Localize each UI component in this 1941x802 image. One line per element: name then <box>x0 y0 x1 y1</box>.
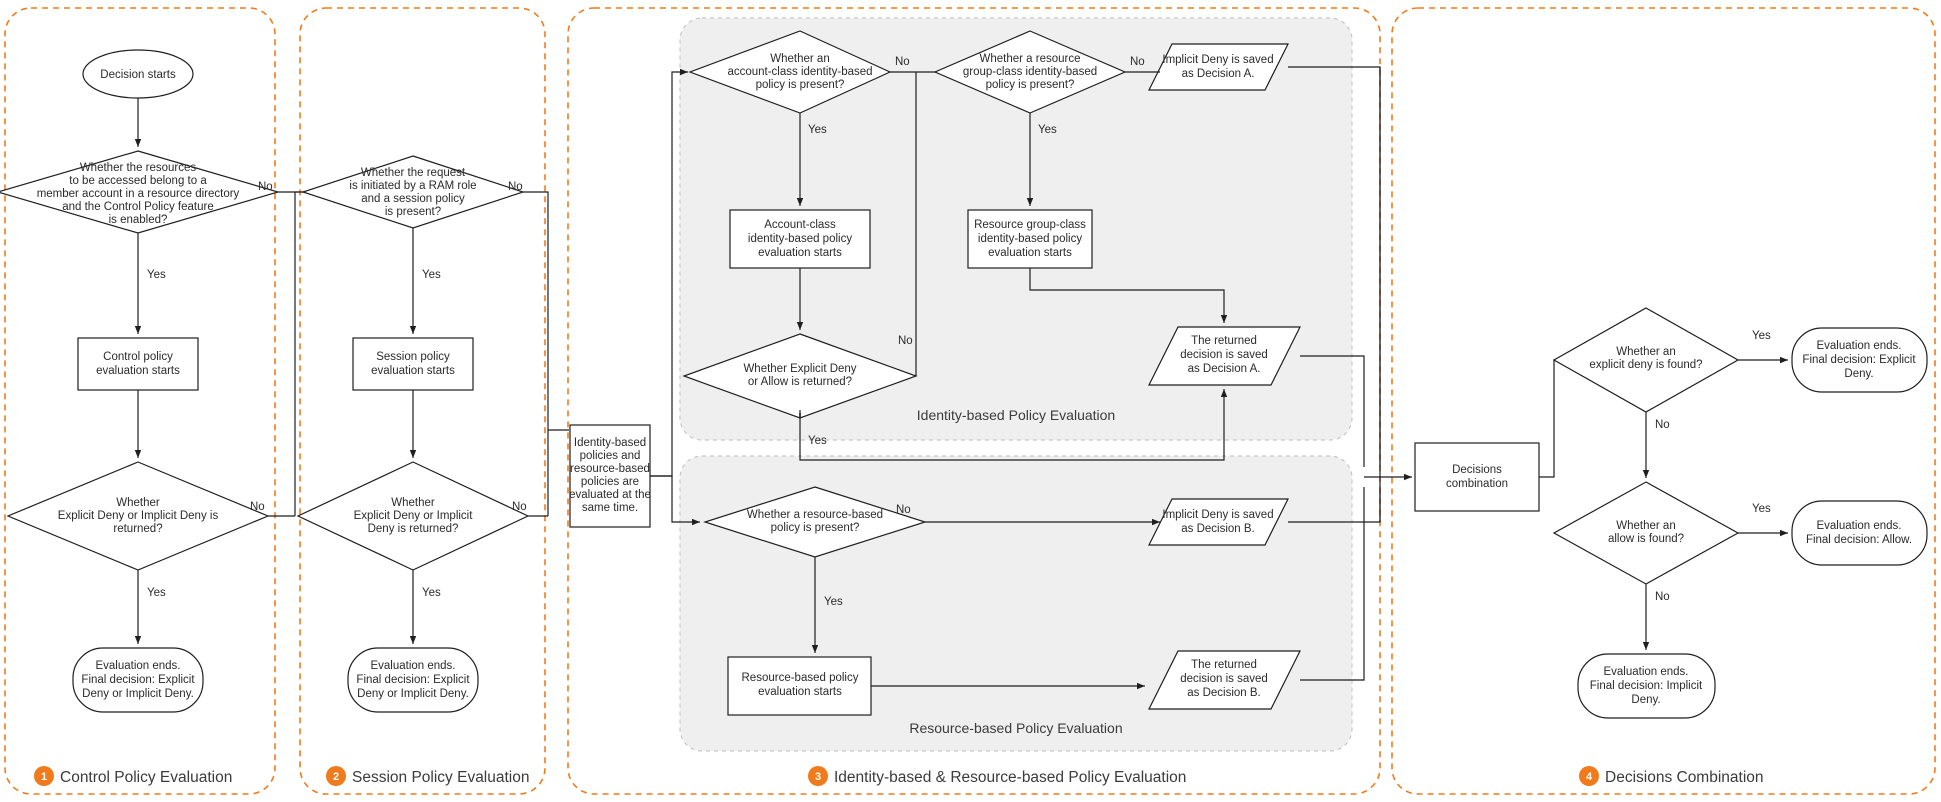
section-label-3: Identity-based & Resource-based Policy E… <box>834 769 1186 786</box>
section-badge-1 <box>34 766 54 786</box>
edge-label-s3acct-no: No <box>895 56 910 68</box>
node-s3-implicit-b <box>1148 498 1289 546</box>
edge-returned-a-out <box>1300 355 1365 467</box>
node-s3-returned-b <box>1148 650 1301 710</box>
section-badge-3-num: 3 <box>815 771 821 783</box>
section-frame-4 <box>1391 7 1936 795</box>
section-badge-3 <box>808 766 828 786</box>
edge-s3-rg-process-to-returned-a <box>1029 268 1228 323</box>
section-badge-2 <box>326 766 346 786</box>
section-badge-4 <box>1579 766 1599 786</box>
node-s3-rb-process <box>727 656 872 716</box>
section-frame-2 <box>299 7 546 795</box>
node-s3-implicit-a <box>1148 43 1289 91</box>
node-s4-end1 <box>1791 327 1928 393</box>
group-identity-label: Identity-based Policy Evaluation <box>917 407 1115 423</box>
edge-label-s1d2-no: No <box>250 501 265 513</box>
edge-label-s3acctd2-yes: Yes <box>808 435 827 447</box>
edge-label-s2-yes: Yes <box>422 269 441 281</box>
node-s3-acct-process <box>729 209 871 269</box>
edge-label-s4d2-yes: Yes <box>1752 503 1771 515</box>
edge-s2-decision-no <box>523 191 549 516</box>
edge-label-s4d1-no: No <box>1655 419 1670 431</box>
section-label-4: Decisions Combination <box>1605 769 1764 786</box>
group-resource-label: Resource-based Policy Evaluation <box>909 720 1122 736</box>
edge-label-s3rg-no: No <box>1130 56 1145 68</box>
node-s4-end2-label: Evaluation ends.Final decision: Allow. <box>1806 520 1912 546</box>
edge-label-s2d2-yes: Yes <box>422 587 441 599</box>
edge-combination-to-d1 <box>1539 356 1590 478</box>
section-badge-2-num: 2 <box>333 771 339 783</box>
edge-label-s3rb-no: No <box>896 504 911 516</box>
node-s4-end2 <box>1791 500 1928 566</box>
node-s4-combination <box>1414 442 1540 512</box>
edge-label-s2-no: No <box>508 181 523 193</box>
edge-label-s3acct-yes: Yes <box>808 124 827 136</box>
section-label-2: Session Policy Evaluation <box>352 769 530 786</box>
edge-label-s2d2-no: No <box>512 501 527 513</box>
edge-label-s3rb-yes: Yes <box>824 596 843 608</box>
edge-label-s4d2-no: No <box>1655 591 1670 603</box>
section-badge-4-num: 4 <box>1586 771 1593 783</box>
node-s3-returned-a <box>1148 326 1301 386</box>
edge-label-s3acctd2-no: No <box>898 335 913 347</box>
edge-returned-b-out <box>1300 487 1365 681</box>
edge-center-to-resource <box>650 475 700 526</box>
node-s4-end3 <box>1577 653 1716 719</box>
edge-label-s4d1-yes: Yes <box>1752 330 1771 342</box>
node-s1-end <box>72 647 204 713</box>
node-s2-process <box>352 337 474 391</box>
node-start-label: Decision starts <box>100 69 176 81</box>
node-s1-process <box>77 337 199 391</box>
node-s3-rg-process <box>967 209 1093 269</box>
edge-label-s1-yes: Yes <box>147 269 166 281</box>
node-s2-end-label: Evaluation ends.Final decision: Explicit… <box>356 660 470 700</box>
edge-label-s3rg-yes: Yes <box>1038 124 1057 136</box>
edge-label-s1-no: No <box>258 181 273 193</box>
section-label-1: Control Policy Evaluation <box>60 769 232 786</box>
section-badge-1-num: 1 <box>41 771 47 783</box>
edge-label-s1d2-yes: Yes <box>147 587 166 599</box>
edge-s3-acctd2-yes-bottom <box>799 389 1228 461</box>
node-s4-end1-label: Evaluation ends.Final decision: Explicit… <box>1802 340 1916 380</box>
node-s1-end-label: Evaluation ends.Final decision: Explicit… <box>81 660 195 700</box>
node-s4-end3-label: Evaluation ends.Final decision: Implicit… <box>1590 666 1703 706</box>
node-s2-end <box>347 647 479 713</box>
node-s3-center <box>569 424 651 528</box>
